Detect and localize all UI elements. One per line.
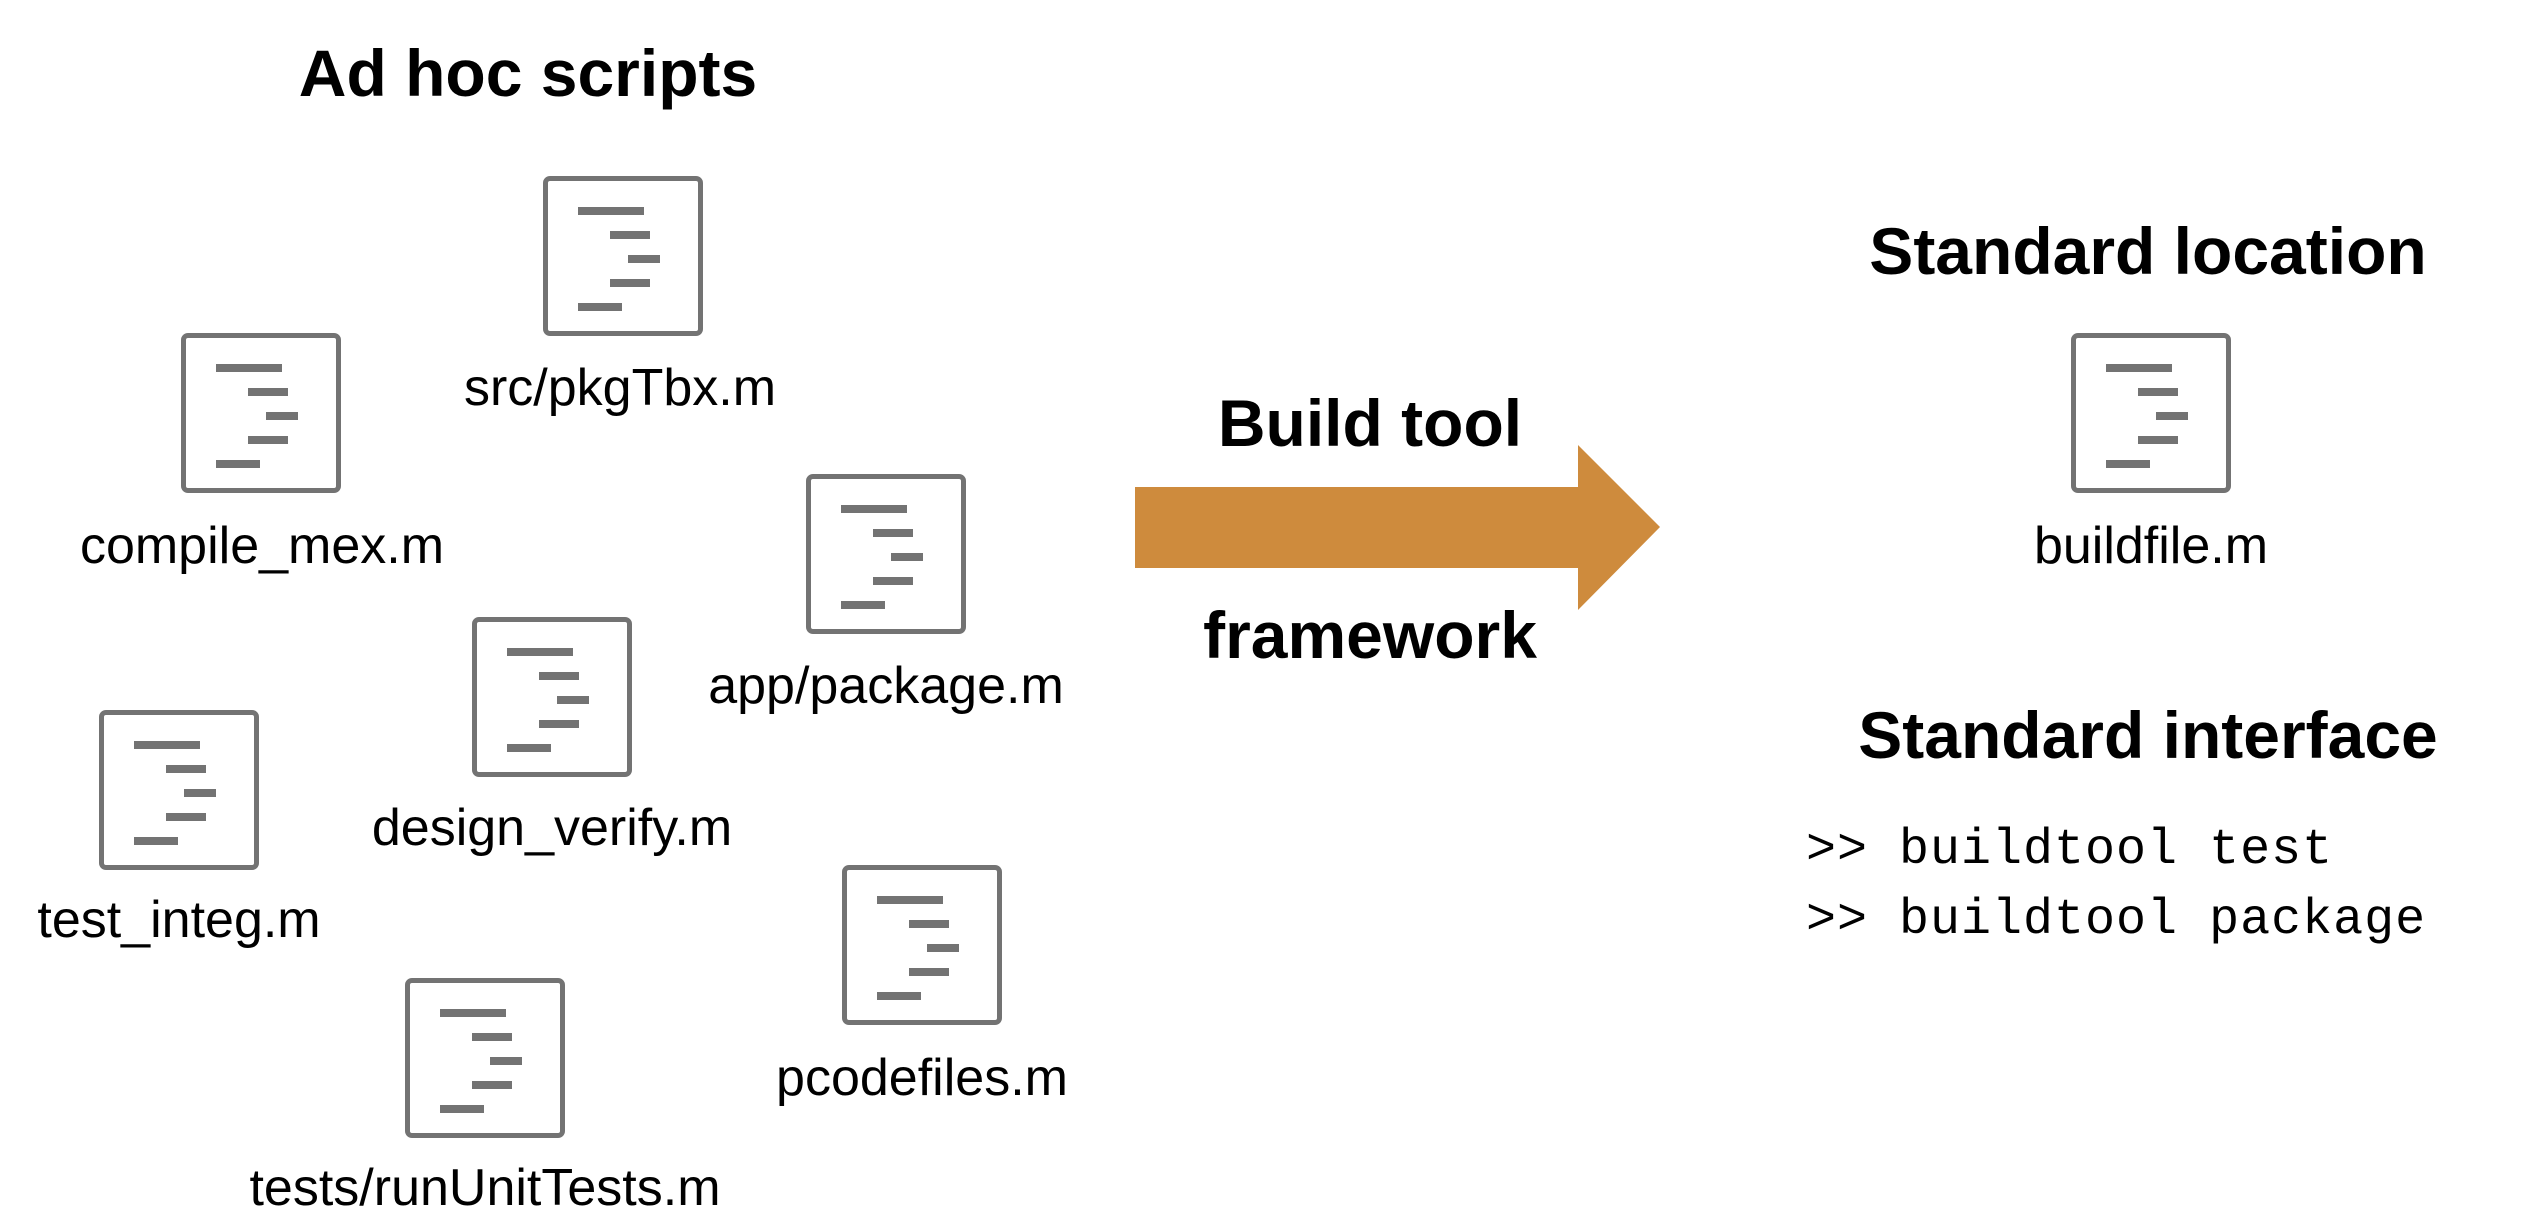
m-file-icon (472, 617, 632, 777)
command-line: >> buildtool package (1806, 892, 2427, 949)
m-file-icon (806, 474, 966, 634)
buildfile-label: buildfile.m (2033, 517, 2269, 575)
m-file-icon (99, 710, 259, 870)
m-file-icon (543, 176, 703, 336)
file-label: design_verify.m (371, 799, 733, 857)
command-line: >> buildtool test (1806, 822, 2334, 879)
file-label: app/package.m (708, 657, 1064, 715)
file-label: pcodefiles.m (776, 1049, 1068, 1107)
m-file-icon (842, 865, 1002, 1025)
standard-location-title: Standard location (1869, 214, 2427, 288)
file-label: tests/runUnitTests.m (249, 1159, 721, 1217)
file-label: compile_mex.m (79, 517, 445, 575)
standard-interface-title: Standard interface (1858, 698, 2438, 772)
right-arrow-icon (1135, 445, 1660, 610)
m-file-icon (405, 978, 565, 1138)
m-file-icon (181, 333, 341, 493)
m-file-icon (2071, 333, 2231, 493)
arrow-label-top: Build tool (1217, 386, 1523, 460)
file-label: test_integ.m (37, 891, 321, 949)
ad-hoc-scripts-title: Ad hoc scripts (298, 36, 758, 110)
arrow-label-bottom: framework (1203, 598, 1537, 672)
file-label: src/pkgTbx.m (463, 359, 777, 417)
